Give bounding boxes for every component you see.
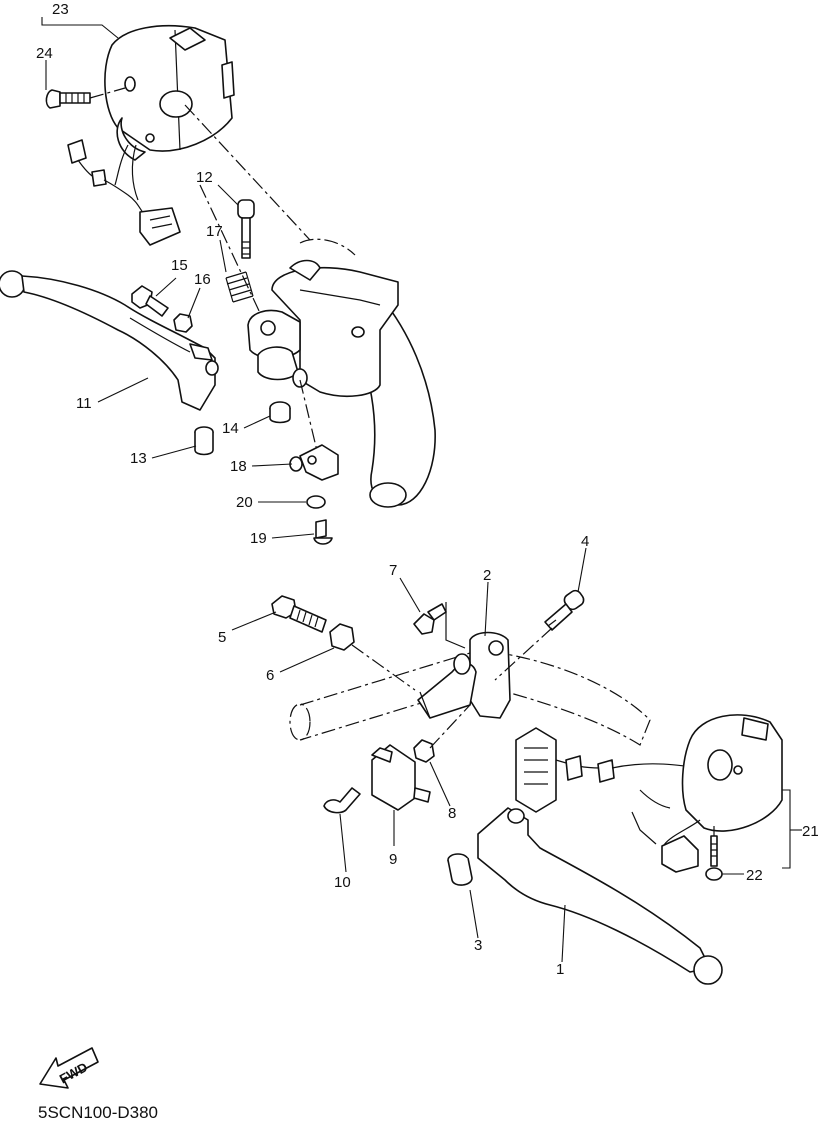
callout-19: 19 bbox=[250, 530, 267, 547]
callout-13: 13 bbox=[130, 450, 147, 467]
nut-16 bbox=[173, 313, 193, 333]
callout-4: 4 bbox=[581, 533, 589, 550]
callout-12: 12 bbox=[196, 169, 213, 186]
callout-9: 9 bbox=[389, 851, 397, 868]
bolt-12 bbox=[237, 199, 255, 259]
callout-6: 6 bbox=[266, 667, 274, 684]
callout-20: 20 bbox=[236, 494, 253, 511]
leader-lines bbox=[41, 17, 802, 963]
right-handlebar-switch bbox=[104, 25, 235, 161]
callout-23: 23 bbox=[52, 1, 69, 18]
screw-22 bbox=[705, 835, 723, 881]
collar-3 bbox=[447, 853, 473, 886]
callout-7: 7 bbox=[389, 562, 397, 579]
callout-22: 22 bbox=[746, 867, 763, 884]
callout-17: 17 bbox=[206, 223, 223, 240]
callout-24: 24 bbox=[36, 45, 53, 62]
clutch-switch-9 bbox=[371, 744, 431, 811]
washer-20 bbox=[306, 495, 326, 509]
callout-18: 18 bbox=[230, 458, 247, 475]
handlebar-tube-left bbox=[289, 649, 651, 746]
brake-lever-11 bbox=[0, 270, 219, 411]
fwd-arrow-icon: FWD bbox=[39, 1047, 99, 1089]
nut-8 bbox=[413, 739, 435, 763]
bolt-7 bbox=[413, 603, 447, 635]
switch-wire-harness bbox=[67, 139, 181, 246]
left-handlebar-switch bbox=[631, 714, 783, 873]
callout-3: 3 bbox=[474, 937, 482, 954]
left-switch-wire-harness bbox=[515, 727, 713, 813]
callout-16: 16 bbox=[194, 271, 211, 288]
diagram-code: 5SCN100-D380 bbox=[38, 1103, 158, 1122]
callout-10: 10 bbox=[334, 874, 351, 891]
nut-6 bbox=[329, 623, 355, 651]
screw-19 bbox=[313, 519, 333, 545]
screw-10 bbox=[323, 787, 361, 814]
clutch-lever-bracket-2 bbox=[417, 602, 511, 719]
brake-master-cylinder bbox=[247, 259, 399, 397]
callout-labels: 23 24 12 17 15 16 11 13 14 18 20 19 4 2 … bbox=[36, 1, 819, 978]
callout-15: 15 bbox=[171, 257, 188, 274]
callout-14: 14 bbox=[222, 420, 239, 437]
spring-17 bbox=[225, 271, 254, 303]
bolt-15 bbox=[131, 285, 169, 317]
callout-21: 21 bbox=[802, 823, 819, 840]
collar-13 bbox=[194, 426, 214, 456]
callout-1: 1 bbox=[556, 961, 564, 978]
callout-8: 8 bbox=[448, 805, 456, 822]
screw-24 bbox=[45, 89, 91, 109]
callout-5: 5 bbox=[218, 629, 226, 646]
clutch-lever-1 bbox=[477, 807, 723, 985]
collar-14 bbox=[269, 401, 291, 424]
callout-2: 2 bbox=[483, 567, 491, 584]
bolt-5 bbox=[271, 595, 327, 633]
callout-11: 11 bbox=[76, 395, 92, 412]
bolt-4 bbox=[544, 589, 585, 631]
